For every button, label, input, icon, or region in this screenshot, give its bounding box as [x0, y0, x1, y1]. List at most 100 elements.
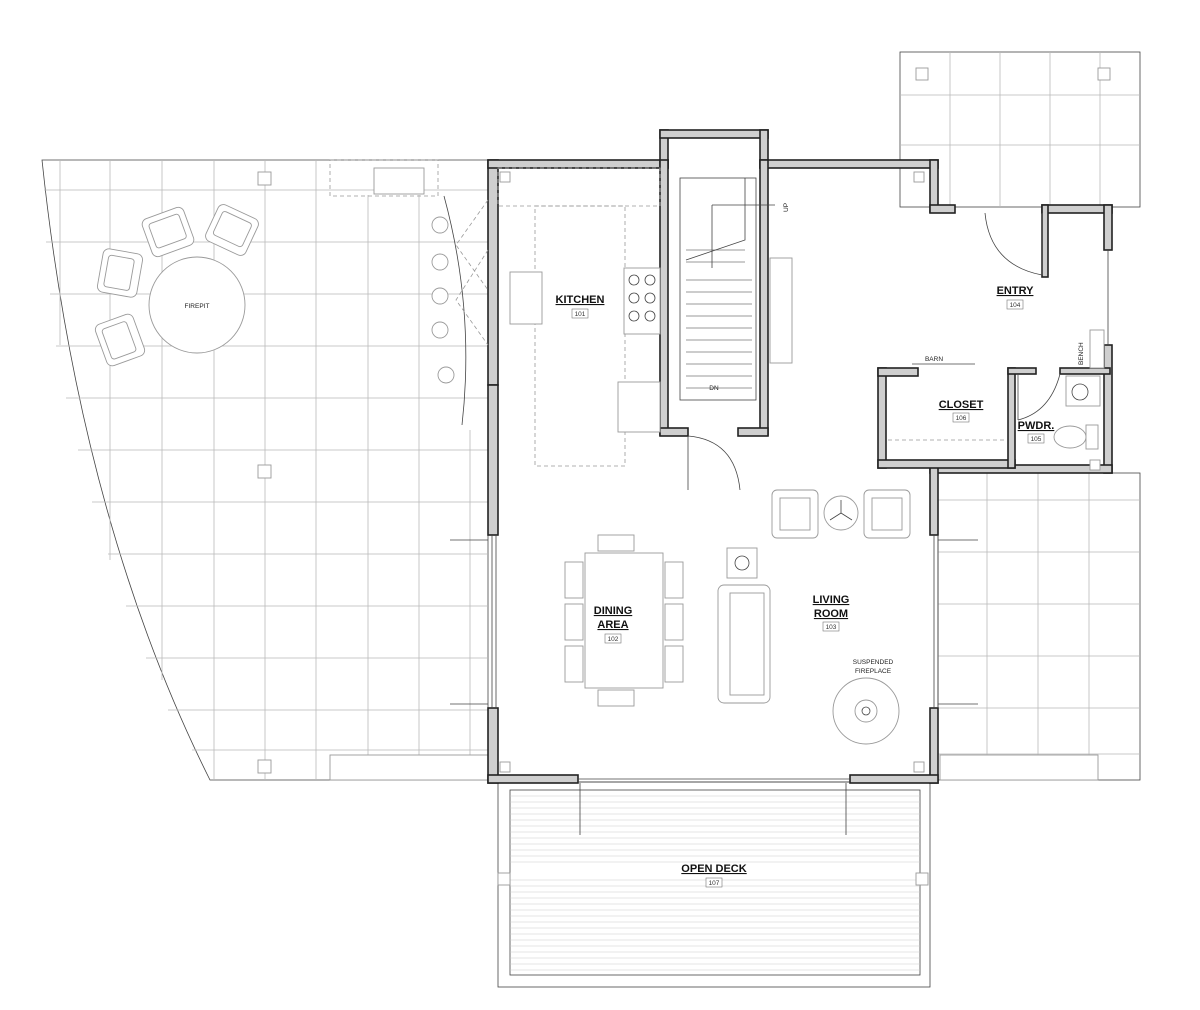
wall: [877, 367, 919, 377]
exterior-walls: [487, 129, 1113, 784]
powder-number: 105: [1031, 436, 1042, 443]
kitchen: KITCHEN 101: [455, 167, 661, 467]
fireplace-label-line1: SUSPENDED: [853, 659, 894, 666]
deck-post: [915, 872, 929, 886]
dining-label-line2: AREA: [597, 619, 628, 631]
wall: [929, 159, 939, 213]
wall: [759, 159, 769, 436]
dining-number: 102: [608, 636, 619, 643]
firepit-label: FIREPIT: [185, 303, 210, 310]
fireplace-label-line2: FIREPLACE: [855, 668, 892, 675]
dining-label-line1: DINING: [594, 605, 633, 617]
pantry-doors: [455, 199, 489, 346]
east-planter: [939, 754, 1099, 781]
entry: ENTRY 104 BENCH: [984, 212, 1105, 369]
bench-label: BENCH: [1078, 342, 1085, 365]
wall: [487, 159, 499, 386]
west-patio: FIREPIT: [41, 159, 489, 781]
east-patio: [937, 472, 1141, 781]
armchair-icon: [863, 489, 911, 539]
firepit-icon: [148, 256, 246, 354]
bar-counter: [443, 195, 467, 426]
wall: [849, 774, 939, 784]
lounge-chair-icon: [141, 206, 195, 258]
kitchen-counter: [497, 167, 661, 207]
dining-chairs: [564, 534, 684, 707]
wall: [877, 459, 1016, 469]
sink-icon: [509, 271, 543, 325]
wall: [1103, 344, 1113, 474]
open-deck: OPEN DECK 107: [497, 781, 931, 988]
wall: [1007, 367, 1037, 375]
wall: [1103, 204, 1113, 251]
kitchen-number: 101: [575, 311, 586, 318]
wall: [487, 707, 499, 784]
patio-post: [257, 464, 272, 479]
wall: [487, 384, 499, 536]
powder: PWDR. 105: [1017, 373, 1101, 450]
powder-door-swing: [1017, 373, 1061, 421]
powder-sink-icon: [1065, 375, 1101, 407]
lounge-chair-icon: [94, 313, 146, 367]
lounge-chair-icon: [96, 248, 144, 298]
wall: [659, 159, 669, 436]
east-patio-outline: [937, 472, 1141, 781]
deck-label: OPEN DECK: [681, 863, 746, 875]
west-planter: [329, 754, 489, 781]
grill: [373, 167, 425, 195]
wall: [659, 427, 689, 437]
stair-up-label: UP: [783, 203, 790, 212]
west-patio-outline: [41, 159, 489, 781]
fridge-icon: [617, 381, 661, 433]
entry-number: 104: [1010, 302, 1021, 309]
living-label-line1: LIVING: [813, 594, 850, 606]
patio-post: [257, 171, 272, 186]
stair-door-swing: [687, 435, 741, 491]
end-table-icon: [726, 547, 758, 579]
wall: [1041, 204, 1113, 214]
stair-down-label: DN: [709, 385, 719, 392]
armchair-icon: [771, 489, 819, 539]
porch-post: [915, 67, 929, 81]
wall: [929, 464, 939, 536]
kitchen-island: [534, 205, 626, 467]
deck-number: 107: [709, 880, 720, 887]
patio-post: [257, 759, 272, 774]
grill-counter: [329, 159, 439, 197]
powder-label: PWDR.: [1018, 420, 1055, 432]
sofa-icon: [717, 584, 771, 704]
corner-markers: [499, 171, 1101, 773]
side-table-icon: [823, 495, 859, 531]
lounge-chair-icon: [205, 204, 259, 256]
wall: [487, 159, 669, 169]
wall: [1059, 367, 1111, 375]
stair-rail: [769, 257, 793, 364]
living-label-line2: ROOM: [814, 608, 848, 620]
wall: [929, 204, 956, 214]
entry-porch-outline: [899, 51, 1141, 208]
wall: [877, 367, 887, 469]
entry-porch: [899, 51, 1141, 208]
closet-label: CLOSET: [939, 399, 984, 411]
wall: [1041, 204, 1049, 278]
living-number: 103: [826, 624, 837, 631]
bar-stools: [431, 216, 455, 384]
dining-table: [584, 552, 664, 689]
wall: [1007, 367, 1016, 469]
stair-treads: [686, 249, 752, 389]
fireplace-icon: [832, 677, 900, 745]
kitchen-label: KITCHEN: [556, 294, 605, 306]
wall: [929, 707, 939, 784]
wall: [759, 159, 939, 169]
stair: UP DN: [679, 177, 793, 491]
entry-door-swing: [984, 212, 1043, 276]
wall: [737, 427, 769, 437]
deck-post: [497, 872, 511, 886]
wall: [487, 774, 579, 784]
closet: BARN CLOSET 106: [888, 356, 1006, 441]
closet-number: 106: [956, 415, 967, 422]
dining: DINING AREA 102: [564, 534, 684, 707]
living: SUSPENDED FIREPLACE LIVING ROOM 103: [717, 489, 911, 745]
toilet-icon: [1053, 424, 1099, 450]
